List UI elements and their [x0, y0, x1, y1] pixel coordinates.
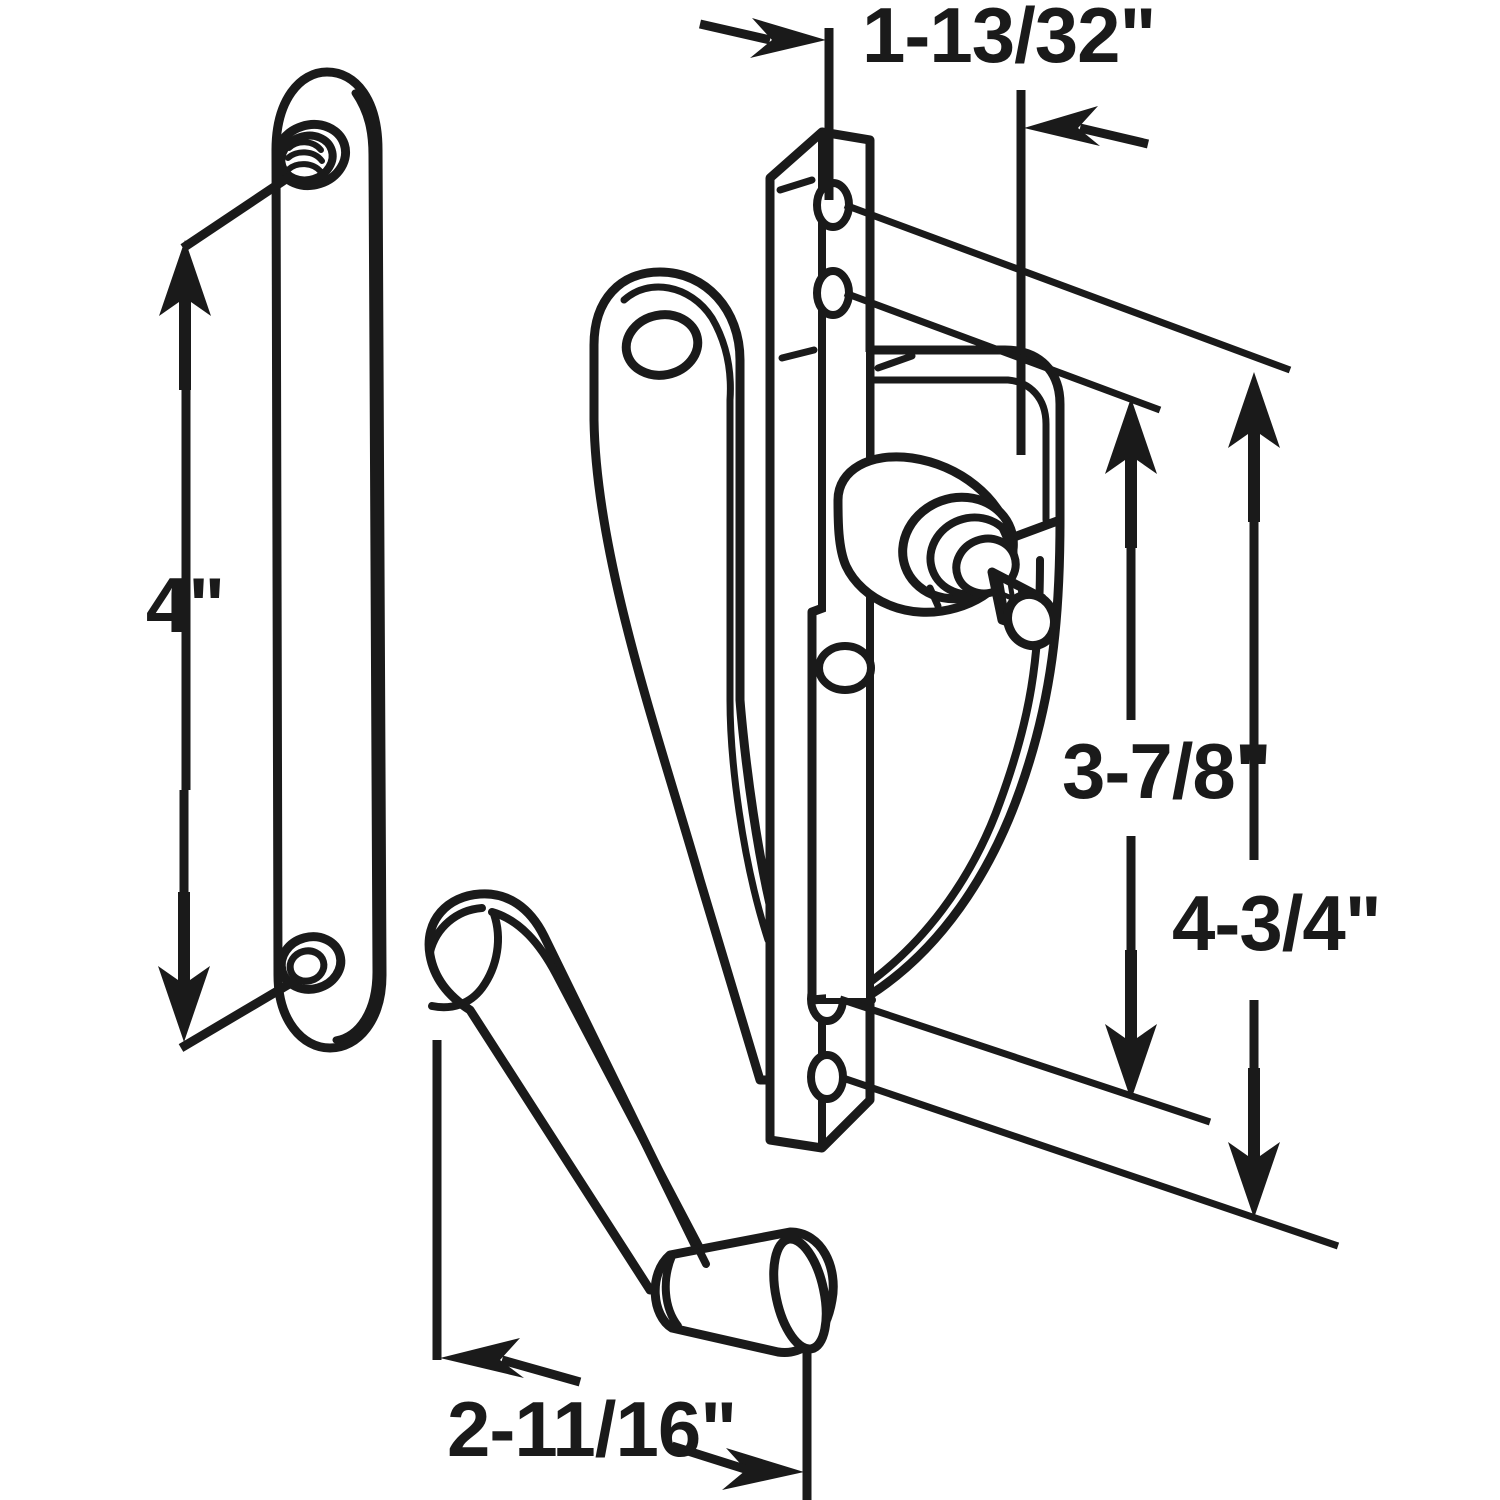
crank-grip-end-face — [769, 1234, 831, 1354]
dim-2-11-16-tail-right — [670, 1441, 750, 1475]
dim-1-13-32-tail-right — [1078, 123, 1150, 149]
link-arm-outline — [271, 67, 387, 1053]
dim-4in-leader-bottom — [178, 976, 299, 1052]
operator-plate-chamfer-tick-mid — [778, 346, 818, 362]
dim-3-7-8-ext-lower — [838, 995, 1212, 1126]
link-arm-pivot-hole-bore — [286, 947, 328, 985]
crank-arm-cap-edge — [426, 904, 486, 956]
link-arm-thread-turn-2 — [285, 149, 325, 164]
operator-gear-arm-inner-edge — [620, 283, 772, 944]
crank-arm-bevel-edge — [428, 910, 502, 1012]
operator-plate-chamfer-tick-top — [776, 176, 816, 194]
operator-arm-pivot-hole — [621, 310, 703, 380]
dim-4-3-4-label: 4-3/4" — [1172, 879, 1381, 967]
operator-spindle-rib-1 — [998, 524, 1014, 550]
operator-spindle-rib-2 — [926, 584, 942, 610]
link-arm-thread-turn-3 — [286, 161, 324, 175]
crank-arm-ridge — [488, 908, 704, 1252]
dimension-link-length: 4" — [146, 171, 299, 1052]
link-arm-part — [271, 67, 387, 1053]
dim-1-13-32-tail-left — [698, 19, 772, 45]
operator-shoulder-inner-edge — [864, 376, 1050, 524]
dim-2-11-16-arrow-left — [440, 1338, 524, 1378]
dim-4-3-4-ext-lower — [838, 1073, 1340, 1250]
operator-plate-hole-2 — [813, 267, 853, 319]
dim-2-11-16-arrow-right — [722, 1448, 804, 1490]
dim-3-7-8-label: 3-7/8" — [1062, 727, 1271, 815]
dim-3-7-8-ext-upper — [843, 289, 1162, 414]
dim-2-11-16-tail-left — [500, 1355, 582, 1387]
dim-1-13-32-arrow-right — [1024, 106, 1100, 146]
dimension-overall-height: 4-3/4" — [838, 201, 1382, 1250]
operator-spindle-end-face — [1003, 589, 1059, 651]
dim-4in-label: 4" — [146, 561, 224, 649]
dim-2-11-16-label: 2-11/16" — [447, 1385, 736, 1473]
dim-1-13-32-label: 1-13/32" — [862, 0, 1156, 79]
crank-handle-part — [424, 889, 838, 1357]
dim-1-13-32-arrow-left — [750, 18, 826, 58]
dim-4in-leader-top — [180, 171, 295, 252]
operator-body-part — [589, 127, 1065, 1153]
operator-plate-hole-4 — [807, 1051, 847, 1103]
dimension-crank-radius: 2-11/16" — [432, 1040, 812, 1500]
crank-grip-seam — [696, 1248, 710, 1268]
operator-shoulder-tick-1 — [874, 352, 916, 372]
dim-4-3-4-ext-upper — [843, 201, 1292, 374]
dimension-hole-spacing: 3-7/8" — [838, 289, 1272, 1126]
link-arm-inner-edge — [332, 89, 380, 1044]
operator-face-boss-hole — [815, 642, 875, 694]
crank-arm — [424, 889, 705, 1295]
link-arm-thread-turn-1 — [286, 139, 324, 153]
crank-grip-collar-edge — [661, 1252, 682, 1330]
